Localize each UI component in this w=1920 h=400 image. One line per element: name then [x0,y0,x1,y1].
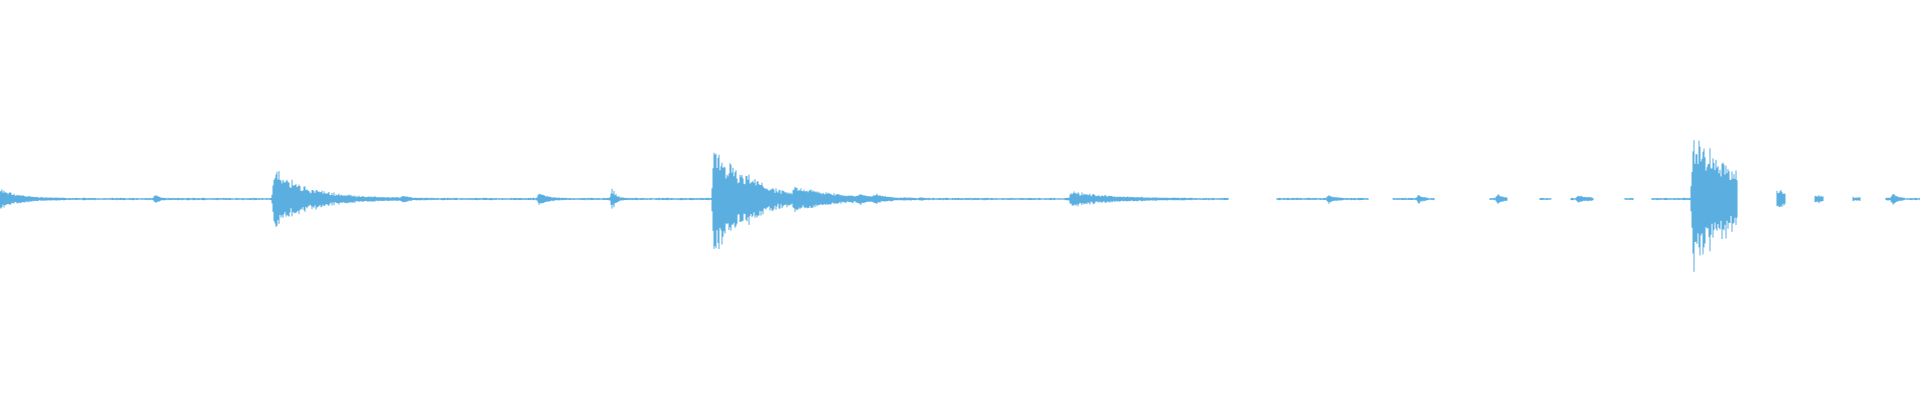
waveform-trace [0,140,1920,272]
waveform-path [0,140,1920,272]
